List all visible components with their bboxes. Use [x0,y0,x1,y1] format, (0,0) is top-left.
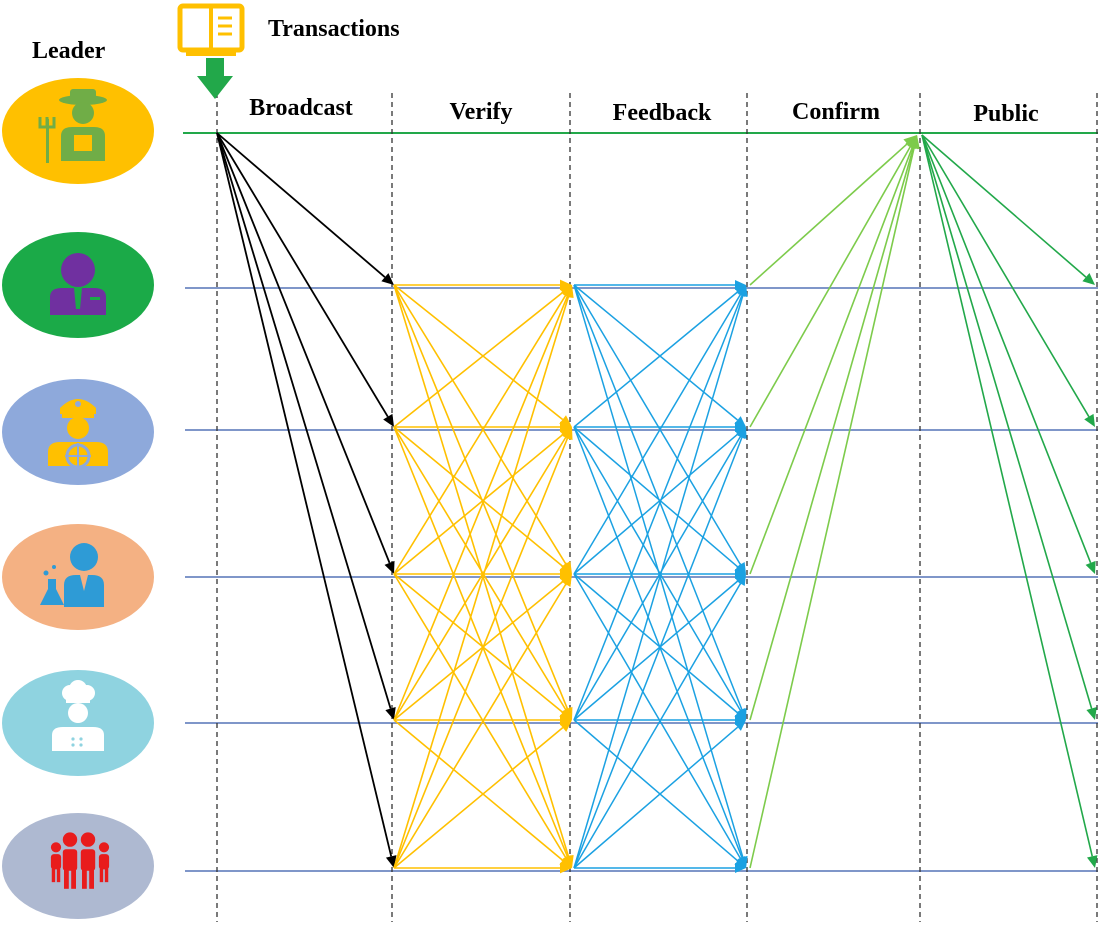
participant-avatar [2,232,154,338]
verify-arrow [393,720,572,869]
feedback-arrow [573,720,746,869]
stage-label-confirm: Confirm [792,99,880,125]
stage-label-verify: Verify [449,99,513,125]
public-arrow [921,134,1095,285]
broadcast-arrow [216,132,397,868]
verify-arrow [393,427,573,869]
feedback-arrow [574,863,746,873]
feedback-arrow [573,574,746,869]
farmer-icon [38,89,107,163]
confirm-arrow [749,135,918,575]
message-arrows [216,132,1098,874]
captain-icon [48,399,108,469]
broadcast-arrow [216,132,394,427]
participant-avatar [2,78,154,184]
broadcast-arrow [216,132,396,720]
confirm-arrow [749,135,917,428]
businessman-icon [50,253,106,315]
confirm-arrow [749,135,917,286]
stage-label-broadcast: Broadcast [249,95,353,121]
public-arrow [921,134,1095,427]
public-arrow [921,134,1098,868]
family-icon [50,832,110,889]
participant-avatar [2,670,154,776]
transactions-label: Transactions [268,16,400,42]
verify-arrow [393,574,572,869]
public-arrow [921,134,1097,720]
verify-arrow [394,862,572,874]
avatar-background [2,813,154,919]
public-arrow [921,134,1096,574]
book-icon [177,3,245,56]
participant-avatar [2,813,154,919]
participant-avatar [2,524,154,630]
participant-avatar [2,379,154,485]
feedback-arrow [573,427,747,869]
leader-label: Leader [32,38,106,64]
chef-icon [52,680,104,751]
participant-avatars [2,78,154,919]
stage-label-public: Public [973,101,1039,127]
verify-arrow [393,285,574,869]
down-arrow-icon [197,58,233,99]
timelines [183,93,1098,922]
broadcast-arrow [216,132,395,574]
feedback-arrow [573,285,748,869]
stage-label-feedback: Feedback [612,100,712,126]
confirm-arrow [749,135,920,869]
broadcast-arrow [216,132,394,285]
confirm-arrow [749,135,920,721]
scientist-icon [40,543,104,607]
